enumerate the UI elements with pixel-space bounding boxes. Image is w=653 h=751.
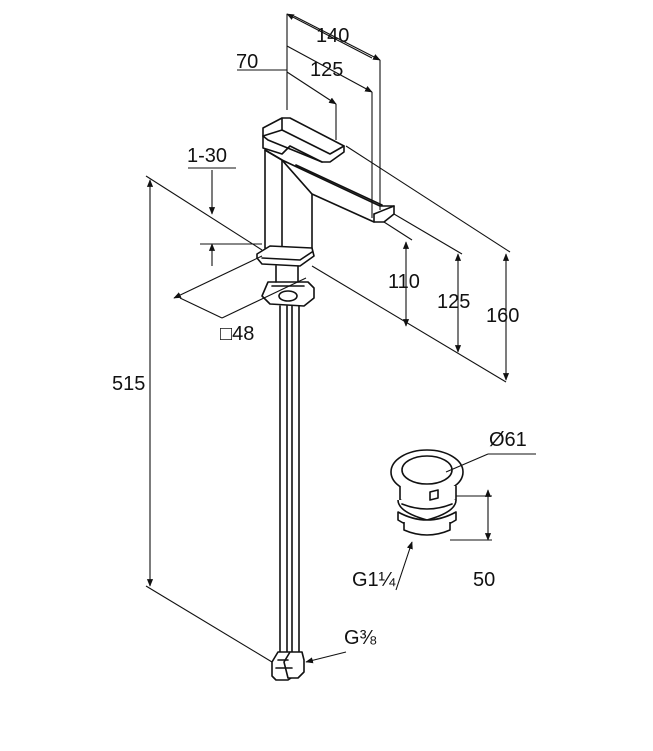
dim-125-top-label: 125 [310,59,343,81]
faucet-lever [262,117,345,163]
dim-50-label: 50 [473,569,495,591]
supply-hoses [275,265,300,661]
faucet-spout [281,159,395,223]
dim-70-label: 70 [236,51,258,73]
dim-g3-8-label: G⅜ [344,627,377,649]
dim-diameter-61-label: Ø61 [489,429,527,451]
dim-140-label: 140 [316,25,349,47]
dim-g1-1-4-label: G1¼ [352,569,396,591]
faucet-base-plate [256,245,315,267]
dimension-labels: 140 125 70 1-30 515 □48 110 125 160 Ø61 … [112,25,527,649]
dim-110-label: 110 [388,271,420,293]
hose-end-fittings [271,651,305,681]
dim-160-label: 160 [486,305,519,327]
dim-125-side-label: 125 [437,291,470,313]
dim-1-30-label: 1-30 [187,145,227,167]
dim-square-48-label: □48 [220,323,254,345]
drain-drawing [390,449,464,536]
dimension-lines [145,13,536,664]
mounting-nut [261,281,315,307]
dim-515-label: 515 [112,373,145,395]
faucet-drawing [256,117,395,681]
